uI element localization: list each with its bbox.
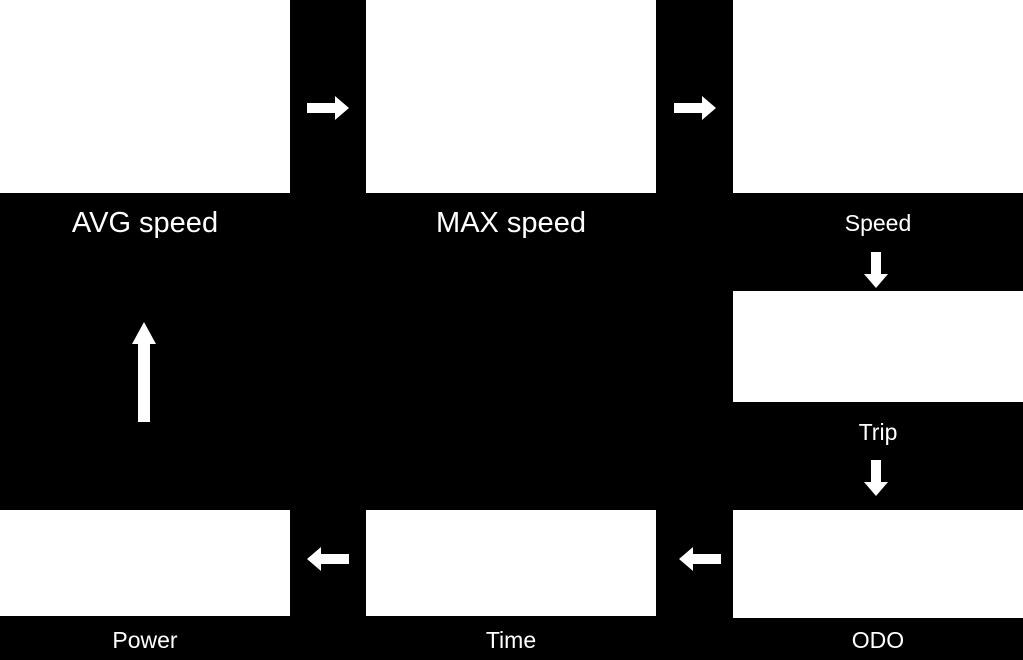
label-time: Time <box>485 627 537 653</box>
label-speed: Speed <box>844 210 912 236</box>
label-power: Power <box>112 627 178 653</box>
screen-time <box>366 510 656 616</box>
arrow-left-icon <box>307 547 349 571</box>
screen-odo <box>733 510 1023 618</box>
arrow-left-icon <box>679 547 721 571</box>
arrow-down-icon <box>864 252 888 288</box>
screen-speed <box>733 0 1023 193</box>
screen-max-speed <box>366 0 656 193</box>
screen-power <box>0 510 290 616</box>
screen-avg-speed <box>0 0 290 193</box>
label-trip: Trip <box>858 419 898 445</box>
arrow-down-icon <box>864 460 888 496</box>
label-odo: ODO <box>851 627 905 653</box>
label-avg-speed: AVG speed <box>71 207 219 239</box>
screen-trip <box>733 291 1023 402</box>
arrow-up-icon <box>132 322 156 422</box>
arrow-right-icon <box>307 96 349 120</box>
arrow-right-icon <box>674 96 716 120</box>
label-max-speed: MAX speed <box>436 207 586 239</box>
